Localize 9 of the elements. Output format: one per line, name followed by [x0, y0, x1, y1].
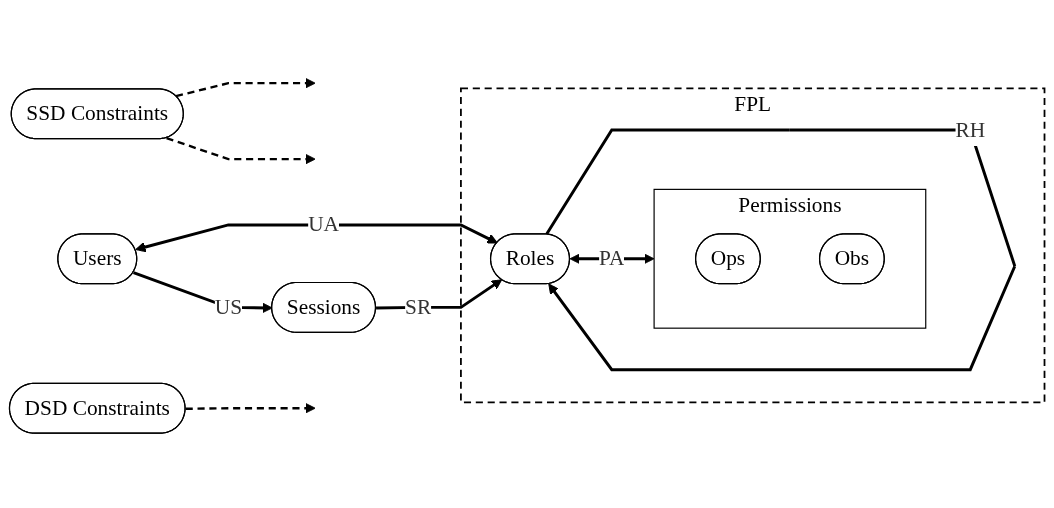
edge-label: US — [214, 294, 243, 319]
edge-label: UA — [308, 212, 339, 237]
arrow — [166, 136, 316, 165]
edge-label: RH — [955, 117, 986, 142]
arrow — [185, 403, 316, 414]
edge-label: PA — [599, 246, 625, 271]
edge-label: SR — [405, 294, 432, 319]
arrow — [135, 223, 498, 253]
arrow — [175, 77, 316, 98]
